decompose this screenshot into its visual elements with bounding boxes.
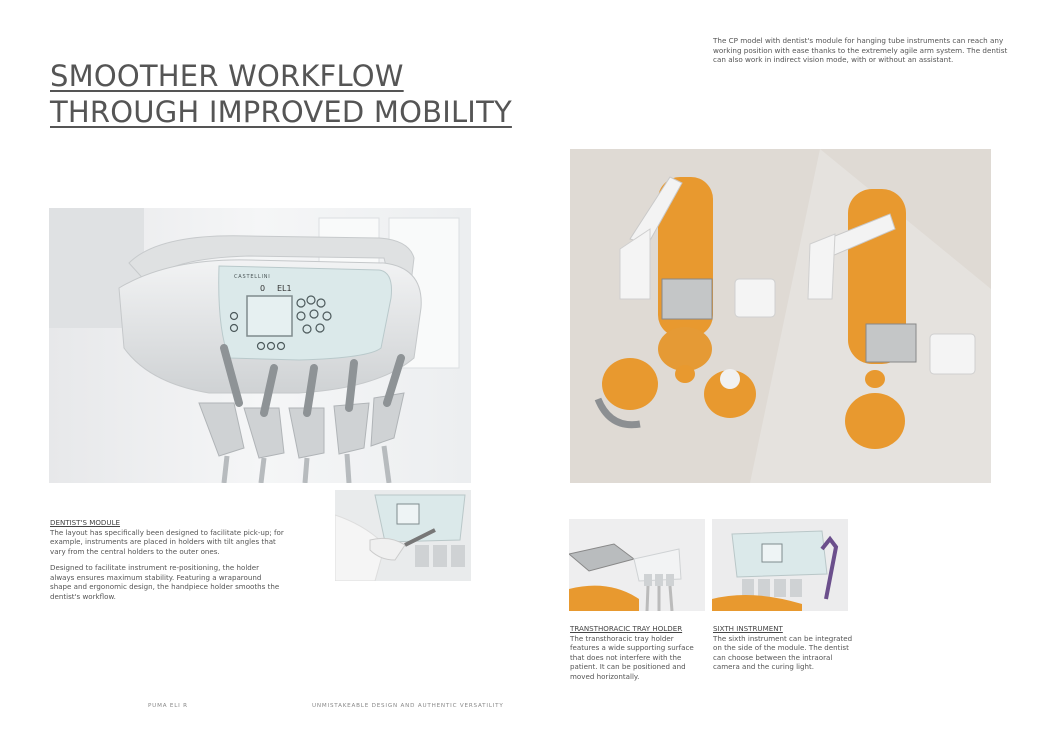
sixth-instrument-title: SIXTH INSTRUMENT bbox=[713, 624, 783, 633]
module-display-right: EL1 bbox=[277, 284, 292, 293]
headline-line-1: SMOOTHER WORKFLOW bbox=[50, 59, 404, 93]
dentist-module-paragraph-1: The layout has specifically been designe… bbox=[50, 527, 284, 556]
tray-holder-caption: TRANSTHORACIC TRAY HOLDER The transthora… bbox=[570, 624, 702, 681]
dentist-module-paragraph-2: Designed to facilitate instrument re-pos… bbox=[50, 563, 280, 601]
footer-left: PUMA ELI R bbox=[148, 703, 188, 709]
dentist-module-photo: CASTELLINI 0 EL1 bbox=[49, 208, 471, 483]
sixth-instrument-caption: SIXTH INSTRUMENT The sixth instrument ca… bbox=[713, 624, 858, 672]
dentist-module-title: DENTIST'S MODULE bbox=[50, 518, 121, 527]
module-brand-label: CASTELLINI bbox=[234, 274, 271, 280]
dentist-module-caption: DENTIST'S MODULE The layout has specific… bbox=[50, 518, 285, 601]
sixth-instrument-text: The sixth instrument can be integrated o… bbox=[713, 633, 853, 672]
headline-line-2: THROUGH IMPROVED MOBILITY bbox=[50, 95, 512, 129]
hand-instrument-photo bbox=[335, 490, 471, 581]
tray-holder-photo bbox=[569, 519, 705, 611]
sixth-instrument-photo bbox=[712, 519, 848, 611]
tray-holder-title: TRANSTHORACIC TRAY HOLDER bbox=[570, 624, 683, 633]
chairs-overhead-photo bbox=[570, 149, 991, 483]
module-display-left: 0 bbox=[260, 284, 266, 293]
intro-paragraph: The CP model with dentist's module for h… bbox=[713, 36, 1008, 65]
footer-center: UNMISTAKEABLE DESIGN AND AUTHENTIC VERSA… bbox=[312, 703, 504, 709]
page-headline: SMOOTHER WORKFLOW THROUGH IMPROVED MOBIL… bbox=[50, 58, 512, 130]
tray-holder-text: The transthoracic tray holder features a… bbox=[570, 633, 694, 681]
